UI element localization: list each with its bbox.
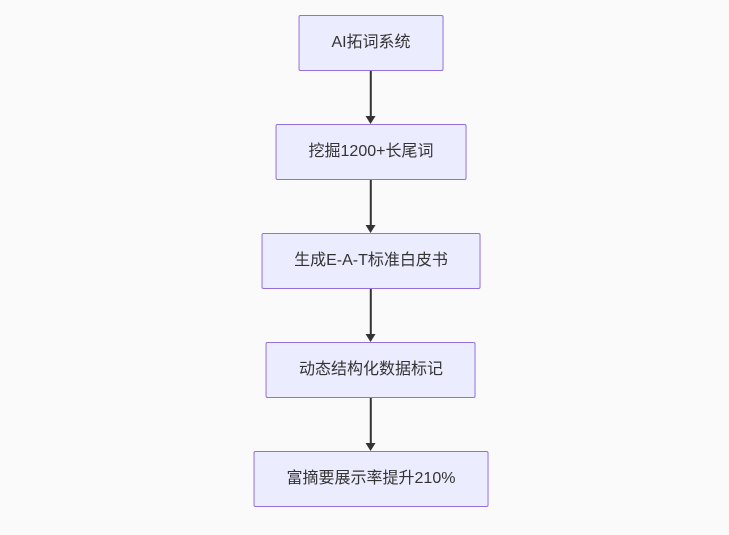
flow-node-label: 富摘要展示率提升210% xyxy=(286,470,456,487)
flow-node-label: AI拓词系统 xyxy=(331,34,411,51)
flow-node-rich-snippet-rate: 富摘要展示率提升210% xyxy=(253,451,489,507)
arrow-line xyxy=(370,180,372,227)
arrow-head xyxy=(366,334,376,342)
arrow-line xyxy=(370,71,372,118)
arrow-down-icon xyxy=(365,398,377,451)
flow-node-label: 动态结构化数据标记 xyxy=(298,361,443,378)
arrow-line xyxy=(370,398,372,445)
arrow-head xyxy=(366,225,376,233)
arrow-down-icon xyxy=(365,71,377,124)
flow-node-structured-data-markup: 动态结构化数据标记 xyxy=(265,342,476,398)
arrow-down-icon xyxy=(365,180,377,233)
flow-node-ai-keyword-system: AI拓词系统 xyxy=(298,15,444,71)
flow-node-label: 挖掘1200+长尾词 xyxy=(308,143,434,160)
arrow-head xyxy=(366,116,376,124)
flow-node-longtail-mining: 挖掘1200+长尾词 xyxy=(275,124,467,180)
flow-node-eat-whitepaper: 生成E-A-T标准白皮书 xyxy=(261,233,481,289)
flow-node-label: 生成E-A-T标准白皮书 xyxy=(294,252,448,269)
arrow-down-icon xyxy=(365,289,377,342)
arrow-line xyxy=(370,289,372,336)
arrow-head xyxy=(366,443,376,451)
flowchart-column: AI拓词系统 挖掘1200+长尾词 生成E-A-T标准白皮书 动态结构化数据标记 xyxy=(253,15,489,507)
